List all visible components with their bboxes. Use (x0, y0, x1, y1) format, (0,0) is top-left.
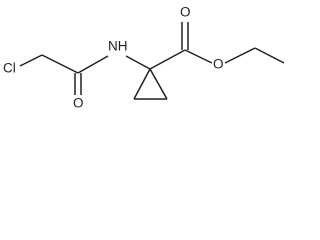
bond-ring-ester-carbon (149, 49, 186, 70)
bond-ethyl-ch2-ch3 (254, 47, 285, 64)
bond-cl-ch2 (19, 54, 43, 67)
bond-ester-carbon-oxygen (184, 49, 213, 64)
amide-oxygen-label: O (73, 96, 84, 111)
ester-carbonyl-oxygen-label: O (180, 5, 191, 20)
ester-oxygen-label: O (213, 57, 224, 72)
bond-ring-right (149, 68, 168, 100)
bond-nh-ring (125, 55, 151, 70)
chlorine-atom-label: Cl (3, 61, 16, 76)
amide-nitrogen-label: NH (108, 39, 128, 54)
bond-ring-left (133, 68, 151, 100)
bond-carbonyl-nh (77, 55, 109, 74)
molecule-structure: Cl NH O O O (3, 5, 285, 111)
bond-oxygen-ethyl-ch2 (224, 47, 256, 64)
bond-ch2-carbonyl (41, 54, 79, 74)
